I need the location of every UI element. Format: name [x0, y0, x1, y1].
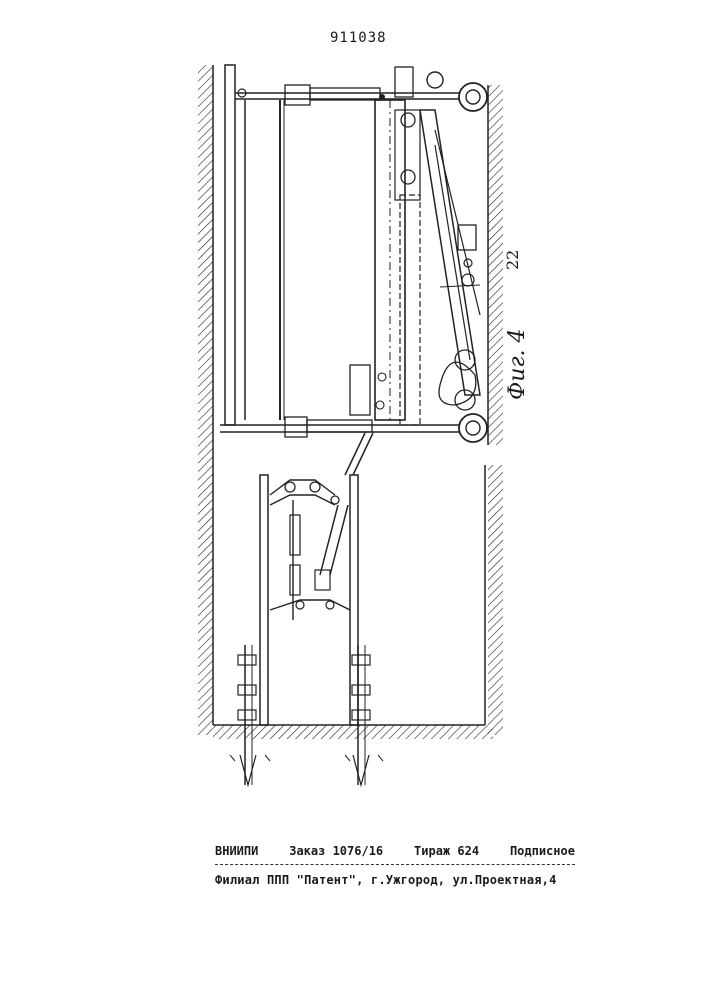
imprint-row: ВНИИПИ Заказ 1076/16 Тираж 624 Подписное: [215, 842, 575, 864]
drawing-svg: [190, 55, 530, 795]
right-wall-hatch-lower: [488, 465, 503, 735]
right-leg: [350, 475, 358, 725]
imprint-divider: [215, 864, 575, 865]
right-wall-hatch-upper: [488, 85, 503, 445]
patent-number: 911038: [330, 30, 387, 46]
imprint-circulation: Тираж 624: [414, 844, 479, 858]
figure-label: Фиг. 4: [505, 328, 530, 400]
imprint-org: ВНИИПИ: [215, 844, 258, 858]
imprint-order: Заказ 1076/16: [289, 844, 383, 858]
imprint-branch: Филиал ППП "Патент", г.Ужгород, ул.Проек…: [215, 873, 575, 887]
imprint-block: ВНИИПИ Заказ 1076/16 Тираж 624 Подписное…: [215, 842, 575, 887]
left-wall-hatch: [198, 65, 213, 735]
technical-drawing: [190, 55, 530, 795]
imprint-subscription: Подписное: [510, 844, 575, 858]
left-leg: [260, 475, 268, 725]
left-rail: [225, 65, 235, 425]
top-wheel: [459, 83, 487, 111]
callout-label: 22: [503, 250, 522, 270]
bottom-hatch: [213, 725, 493, 739]
lower-wheel: [459, 414, 487, 442]
